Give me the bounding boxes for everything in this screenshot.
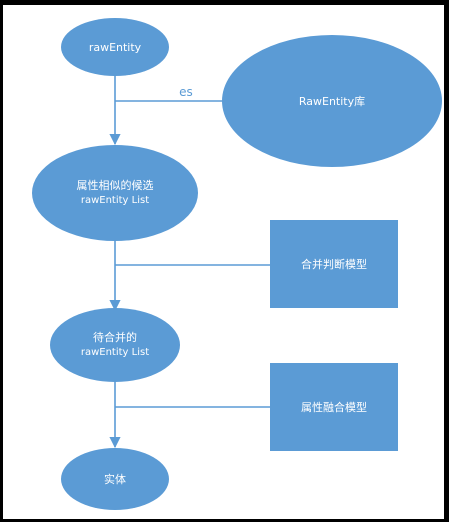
- node-merge-model-label: 合并判断模型: [301, 257, 367, 271]
- node-raw-entity-label: rawEntity: [89, 41, 142, 54]
- edge-label-es: es: [179, 85, 193, 99]
- node-raw-entity: rawEntity: [61, 18, 169, 76]
- node-entity-label: 实体: [104, 472, 126, 486]
- node-to-merge: 待合并的 rawEntity List: [50, 308, 180, 382]
- node-to-merge-label-line1: 待合并的: [93, 330, 137, 344]
- node-candidates: 属性相似的候选 rawEntity List: [32, 145, 198, 241]
- node-fusion-model: 属性融合模型: [270, 363, 398, 451]
- node-candidates-label-line1: 属性相似的候选: [77, 178, 154, 192]
- node-to-merge-label-line2: rawEntity List: [81, 347, 149, 358]
- node-entity: 实体: [61, 448, 169, 510]
- node-raw-entity-db-label: RawEntity库: [299, 95, 365, 108]
- node-raw-entity-db: RawEntity库: [222, 35, 442, 167]
- node-candidates-label-line2: rawEntity List: [81, 195, 149, 206]
- node-fusion-model-label: 属性融合模型: [301, 400, 367, 414]
- node-merge-model: 合并判断模型: [270, 220, 398, 308]
